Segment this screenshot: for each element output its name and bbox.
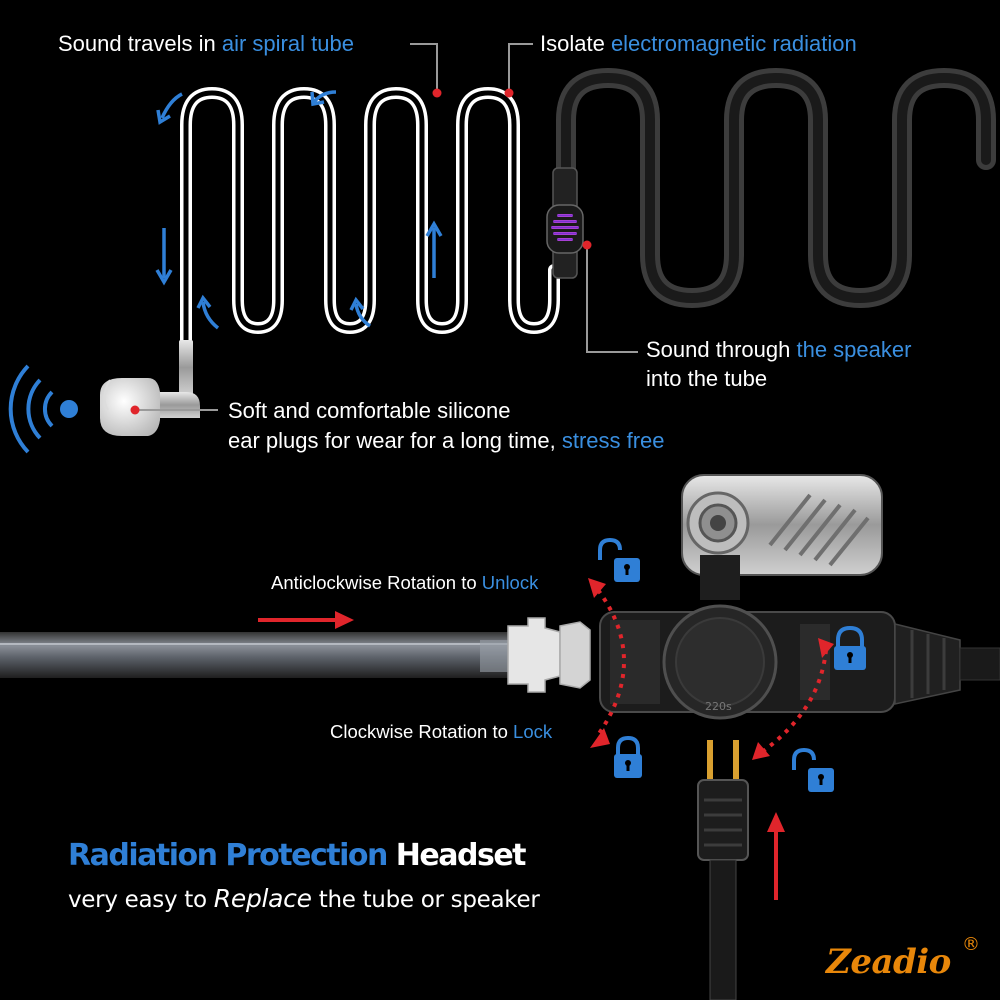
padlock-open-icon: [792, 747, 834, 792]
brand-logo: Zeadio: [826, 942, 951, 982]
insert-arrow-icon: [258, 611, 785, 900]
leader-lines: [135, 43, 638, 411]
speaker-module: [546, 167, 584, 279]
label-earplug-line2: ear plugs for wear for a long time, stre…: [228, 428, 665, 453]
arrowheads: [588, 578, 834, 760]
label-earplug-line1: Soft and comfortable silicone: [228, 398, 511, 423]
padlock-open-icon: [598, 537, 640, 582]
label-lock: Clockwise Rotation to Lock: [330, 721, 553, 742]
acoustic-tube-cable: [0, 617, 591, 693]
air-spiral-tube: [160, 86, 560, 418]
padlock-closed-icon: [614, 735, 642, 778]
page-title: Radiation Protection Headset: [68, 838, 527, 873]
earplug: [100, 378, 160, 436]
ptt-clip: [681, 474, 883, 600]
coiled-cord: [556, 67, 996, 309]
label-speaker: Sound through the speaker: [646, 337, 912, 362]
page-subtitle: very easy to Replace the tube or speaker: [68, 884, 540, 913]
label-unlock: Anticlockwise Rotation to Unlock: [271, 572, 539, 593]
connector-body: 220s: [599, 604, 1000, 720]
rotate-arrow-icon: [596, 588, 828, 754]
connector-label: 220s: [705, 700, 732, 713]
padlock-closed-icon: [834, 625, 866, 670]
label-isolate: Isolate electromagnetic radiation: [540, 31, 857, 56]
label-air-tube: Sound travels in air spiral tube: [58, 31, 354, 56]
registered-mark: ®: [962, 934, 980, 955]
label-speaker-line2: into the tube: [646, 366, 768, 391]
speaker-plug: [697, 740, 749, 1000]
flow-arrow-icon: [155, 90, 443, 330]
marker-dots: [130, 88, 592, 415]
sound-wave-icon: [8, 364, 78, 454]
